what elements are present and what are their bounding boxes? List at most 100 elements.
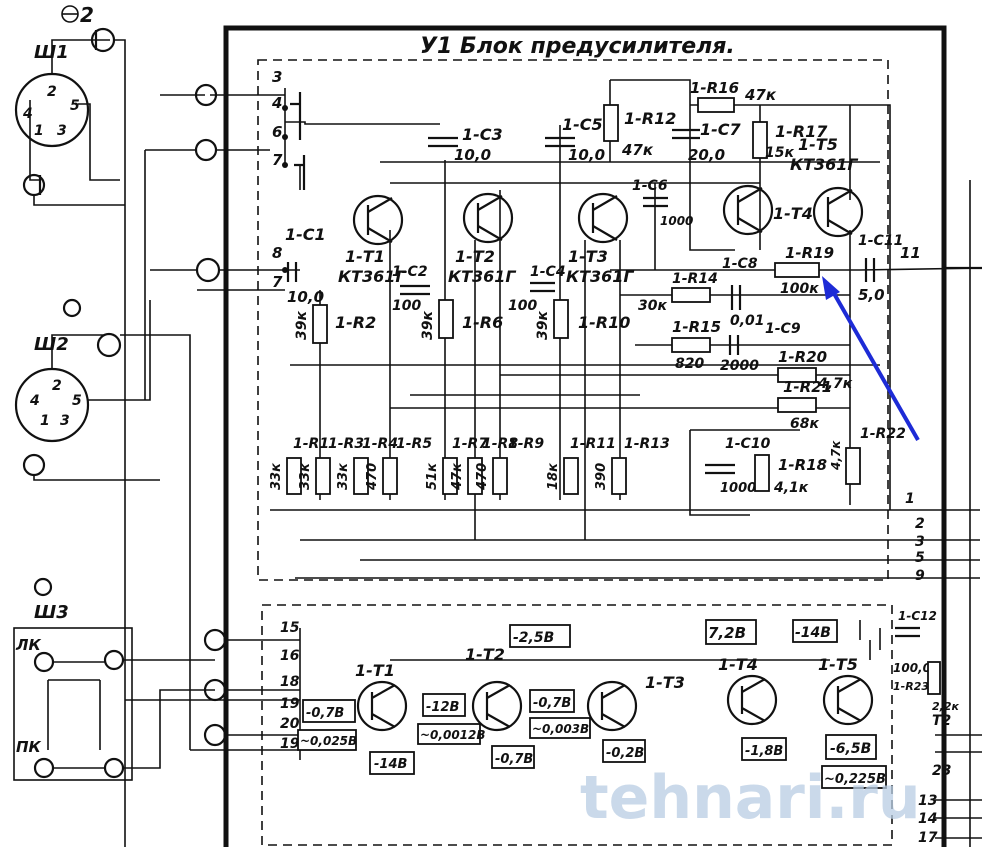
res-1-r20: 1-R20 4,7к <box>777 348 853 392</box>
svg-text:2: 2 <box>47 84 57 100</box>
svg-text:4,7к: 4,7к <box>817 376 853 392</box>
voltage-box-8: ~0,0012В <box>417 723 486 745</box>
svg-text:1: 1 <box>40 413 50 429</box>
res-1-r3: 1-R3 33к <box>298 436 364 495</box>
svg-text:4,7к: 4,7к <box>829 440 843 471</box>
svg-text:-14В: -14В <box>374 757 407 772</box>
svg-text:10,0: 10,0 <box>568 146 605 164</box>
svg-text:7: 7 <box>272 273 283 291</box>
res-1-r11: 1-R11 18к <box>546 436 616 495</box>
svg-text:~0,0012В: ~0,0012В <box>420 728 486 742</box>
svg-text:КТ361Г: КТ361Г <box>448 267 516 286</box>
connector-sh2: Ш2 2 4 5 1 3 <box>14 298 191 750</box>
transistor-1-t2: 1-Т2 КТ361Г <box>448 192 516 286</box>
svg-text:19: 19 <box>280 696 300 712</box>
svg-text:4: 4 <box>29 393 40 409</box>
svg-text:7,2В: 7,2В <box>708 624 746 642</box>
svg-text:6: 6 <box>272 123 282 141</box>
svg-text:470: 470 <box>475 463 490 491</box>
svg-text:47к: 47к <box>744 86 777 104</box>
svg-text:1-R20: 1-R20 <box>778 348 827 366</box>
terminal-strip-right: 1 2 3 5 9 11 23 13 14 17 <box>900 244 982 846</box>
svg-text:1-С10: 1-С10 <box>725 436 771 452</box>
svg-text:3: 3 <box>915 534 925 550</box>
svg-text:ЛК: ЛК <box>15 636 41 654</box>
cap-1-c3: 1-С3 10,0 <box>428 125 503 164</box>
voltage-box-4: -0,7В <box>302 699 356 723</box>
svg-text:1-С1: 1-С1 <box>285 225 326 244</box>
svg-text:1-Т1: 1-Т1 <box>345 247 385 266</box>
res-1-r14: 1-R14 30к <box>638 271 718 314</box>
svg-text:1-R3: 1-R3 <box>328 436 364 452</box>
svg-text:1-С3: 1-С3 <box>462 125 503 144</box>
bottom-transistor-1: 1-Т1 <box>355 661 408 732</box>
svg-text:1-Т4: 1-Т4 <box>718 655 758 674</box>
svg-text:1-R19: 1-R19 <box>785 244 834 262</box>
svg-text:10,0: 10,0 <box>454 146 491 164</box>
svg-text:33к: 33к <box>336 462 351 490</box>
svg-text:~0,003В: ~0,003В <box>532 722 589 736</box>
res-1-r21: 1-R21 68к <box>777 378 832 432</box>
svg-text:10,0: 10,0 <box>287 288 324 306</box>
transistor-1-t4: 1-Т4 <box>722 184 813 236</box>
svg-text:18к: 18к <box>546 462 561 490</box>
svg-text:-0,7В: -0,7В <box>306 706 344 721</box>
svg-text:30к: 30к <box>638 298 667 314</box>
voltage-box-7: -12В <box>422 693 466 717</box>
bottom-transistor-4: 1-Т4 <box>718 655 778 726</box>
svg-text:-0,7В: -0,7В <box>533 696 571 711</box>
svg-text:-1,8В: -1,8В <box>745 744 783 759</box>
voltage-box-3: -14В <box>792 619 838 643</box>
voltage-box-5: ~0,025В <box>297 729 357 751</box>
svg-text:1-С8: 1-С8 <box>722 256 758 272</box>
svg-text:1-R6: 1-R6 <box>462 313 503 332</box>
svg-text:39к: 39к <box>420 311 436 340</box>
svg-text:1-С11: 1-С11 <box>858 233 903 249</box>
annotation-arrow <box>822 276 920 441</box>
svg-text:1-R4: 1-R4 <box>362 436 398 452</box>
svg-text:4,1к: 4,1к <box>773 480 809 496</box>
svg-text:ПК: ПК <box>16 738 42 756</box>
cap-1-c6: 1-С6 1000 <box>632 178 693 228</box>
svg-text:8: 8 <box>272 244 282 262</box>
svg-text:1-С12: 1-С12 <box>898 609 937 623</box>
svg-text:39к: 39к <box>535 311 551 340</box>
svg-text:13: 13 <box>918 793 937 809</box>
svg-text:4: 4 <box>271 94 282 112</box>
svg-text:КТ361Г: КТ361Г <box>566 267 634 286</box>
svg-text:15к: 15к <box>765 145 794 161</box>
svg-text:100к: 100к <box>780 281 819 297</box>
cap-1-c11: 1-С11 5,0 <box>858 233 903 304</box>
svg-text:-14В: -14В <box>795 625 831 641</box>
res-1-r10: 39к 1-R10 <box>535 299 630 340</box>
cap-1-c9: 1-С9 2000 <box>720 321 801 374</box>
svg-text:5: 5 <box>915 550 925 566</box>
voltage-box-15: ~0,225В <box>821 765 887 789</box>
svg-text:100: 100 <box>392 298 421 314</box>
svg-text:-2,5В: -2,5В <box>513 630 554 646</box>
watermark: tehnari.ru <box>580 763 921 833</box>
svg-text:Т2: Т2 <box>932 713 951 729</box>
svg-text:1-С9: 1-С9 <box>765 321 801 337</box>
res-1-r12: 1-R12 47к <box>603 104 676 159</box>
res-1-r22: 1-R22 4,7к <box>829 426 906 485</box>
svg-text:2,2к: 2,2к <box>932 700 959 713</box>
svg-text:1-R1: 1-R1 <box>293 436 329 452</box>
transistor-1-t1: 1-Т1 КТ361Г <box>338 194 406 286</box>
cap-1-c5: 1-С5 10,0 <box>545 115 605 164</box>
res-1-r23: 1-R23 2,2к <box>893 661 959 713</box>
res-1-r15: 1-R15 820 <box>671 318 721 372</box>
svg-text:1-С4: 1-С4 <box>530 264 566 280</box>
svg-text:1-R15: 1-R15 <box>672 318 721 336</box>
svg-text:100,0: 100,0 <box>893 661 931 675</box>
svg-text:1-R18: 1-R18 <box>778 456 827 474</box>
res-1-r13: 1-R13 390 <box>594 436 670 495</box>
svg-text:39к: 39к <box>294 311 310 340</box>
svg-text:1-R21: 1-R21 <box>783 378 832 396</box>
svg-text:1000: 1000 <box>660 214 693 228</box>
svg-text:14: 14 <box>918 811 937 827</box>
svg-text:5,0: 5,0 <box>858 286 885 304</box>
svg-text:17: 17 <box>918 830 938 846</box>
svg-text:1-R5: 1-R5 <box>396 436 432 452</box>
preamp-subframe <box>257 59 889 581</box>
